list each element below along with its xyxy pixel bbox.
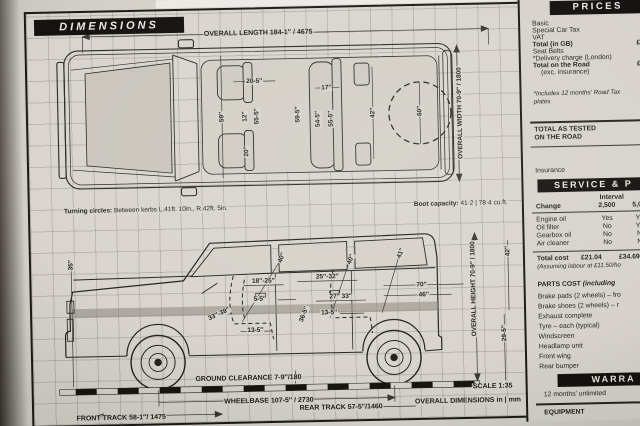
plan-shoulder-front-label: 55-5″ — [253, 107, 261, 126]
plan-shoulder-rear-a-label: 54-5″ — [314, 109, 322, 129]
side-pedal-seat-label: 18″-25″ — [250, 277, 276, 285]
prices-title: PRICES — [549, 0, 640, 16]
parts-item: Brake shoes (2 wheels) – r — [537, 301, 619, 311]
boot-capacity-label: Boot capacity: — [413, 200, 459, 209]
parts-cost-title: PARTS COST — [537, 280, 581, 289]
front-wheel — [130, 334, 186, 391]
plan-boot-width-label: 42″ — [369, 106, 377, 120]
steering-wheel — [201, 282, 218, 294]
prices-column: PRICES Basic Special Car Tax VAT Total (… — [517, 0, 640, 422]
plan-seat-gap-label: 12″ — [241, 110, 249, 123]
side-legroom-rear-label: 27″ 33″ — [328, 292, 354, 301]
price-label: (exc. insurance) — [541, 68, 590, 77]
side-rear-cushion-label: 13-5″ — [319, 309, 339, 317]
warranty-title: WARRA — [557, 372, 640, 388]
divider — [532, 249, 640, 253]
total-cost-value-1: £21.04 — [580, 254, 602, 262]
divider — [536, 401, 640, 406]
service-val: No — [603, 230, 612, 239]
price-value: £1 — [636, 39, 640, 47]
side-front-cushion-label: 13-5″ — [246, 326, 265, 335]
service-item: Oil filter — [536, 223, 560, 232]
service-val: Yes — [635, 222, 640, 230]
wheel-arches — [126, 318, 426, 357]
plan-rear-seat-label: 17″ — [320, 84, 333, 92]
mirror-right — [180, 187, 198, 197]
prices-footnote-2: plates — [533, 98, 551, 106]
headlamp — [66, 300, 75, 314]
service-val: No — [602, 222, 612, 231]
side-view — [64, 233, 443, 391]
rear-wheel — [366, 329, 422, 386]
side-cushion-height-label: 5-5″ — [252, 295, 268, 303]
insurance-line: Insurance — [535, 166, 566, 175]
service-item: Gearbox oil — [536, 231, 572, 240]
service-item: Air cleaner — [536, 239, 570, 248]
interval-col-2: 5,000 — [632, 201, 640, 209]
parts-item: Front wing — [538, 352, 571, 361]
service-val: No — [603, 238, 613, 247]
side-load-length-b-label: 46″ — [417, 291, 430, 299]
turning-circles-label: Turning circles: — [63, 207, 113, 216]
service-val: Yes — [601, 214, 613, 223]
dimensions-diagram: DIMENSIONS OVERALL LENGTH 184-1″ / 4675 … — [23, 1, 531, 426]
labour-assumption-note: (Assuming labour at £11.50/ho — [537, 261, 622, 271]
change-header: Change — [535, 202, 561, 211]
parts-item: Headlamp unit — [538, 342, 583, 351]
plan-spare-circle-label: 60″ — [416, 104, 424, 118]
mirror-left — [177, 39, 195, 49]
plan-cushion-front-label: 20″ — [243, 145, 251, 158]
price-row: (exc. insurance) — [533, 67, 640, 76]
side-windows — [190, 237, 428, 278]
body-profile — [64, 233, 443, 358]
side-legroom-mid-label: 25″-32″ — [314, 273, 340, 281]
bonnet-panel — [84, 62, 173, 174]
scale-note: SCALE 1:35 — [471, 382, 514, 391]
side-bonnet-height-label: 35″ — [67, 258, 75, 272]
divider — [530, 119, 640, 124]
equipment-heading: EQUIPMENT — [544, 408, 585, 417]
grille — [66, 318, 75, 342]
parts-item: Exhaust complete — [538, 312, 593, 321]
interval-col-1: 2,500 — [598, 201, 616, 210]
side-load-length-a-label: 70″ — [415, 281, 428, 289]
scale-bar — [59, 380, 480, 396]
service-row: Air cleaner No No — [537, 238, 640, 247]
total-cost-value-2: £34.69 — [618, 253, 640, 261]
side-tailgate-height-label: 42″ — [504, 244, 512, 258]
boot-capacity-value: 41·2 | 78·4 cu.ft. — [460, 199, 508, 208]
service-item: Engine oil — [536, 215, 567, 224]
plan-shoulder-rear-b-label: 55-5″ — [327, 109, 335, 128]
side-stripe — [71, 301, 439, 319]
parts-item: Brake pads (2 wheels) – fro — [537, 291, 621, 301]
dimensions-title: DIMENSIONS — [33, 16, 185, 36]
warranty-text: 12 months' unlimited — [543, 390, 607, 399]
car-technical-drawing — [56, 25, 510, 420]
plan-row-width-rear-label: 59-5″ — [294, 105, 302, 124]
divider — [530, 144, 640, 148]
total-as-tested-line2: ON THE ROAD — [534, 133, 583, 142]
parts-item: Rear bumper — [539, 362, 580, 371]
service-header-row: Change 2,500 5,000 1 — [536, 201, 640, 210]
service-val: No — [637, 230, 640, 238]
divider — [532, 210, 640, 214]
service-val: No — [637, 238, 640, 246]
side-load-floor-height-label: 29-5″ — [500, 324, 509, 343]
parts-item: Tyre – each (typical) — [538, 322, 600, 331]
parts-cost-suffix: (including — [582, 279, 616, 288]
service-parts-title: SERVICE & P — [537, 177, 640, 193]
interval-header: Interval — [599, 193, 624, 202]
plan-row-width-front-label: 59″ — [218, 110, 226, 124]
parts-cost-heading: PARTS COST (including — [537, 279, 640, 289]
plan-seat-width-label: 20-5″ — [245, 77, 264, 86]
total-cost-label: Total cost — [536, 254, 569, 263]
parts-item: Windscreen — [538, 332, 575, 341]
service-val: Yes — [635, 214, 640, 222]
